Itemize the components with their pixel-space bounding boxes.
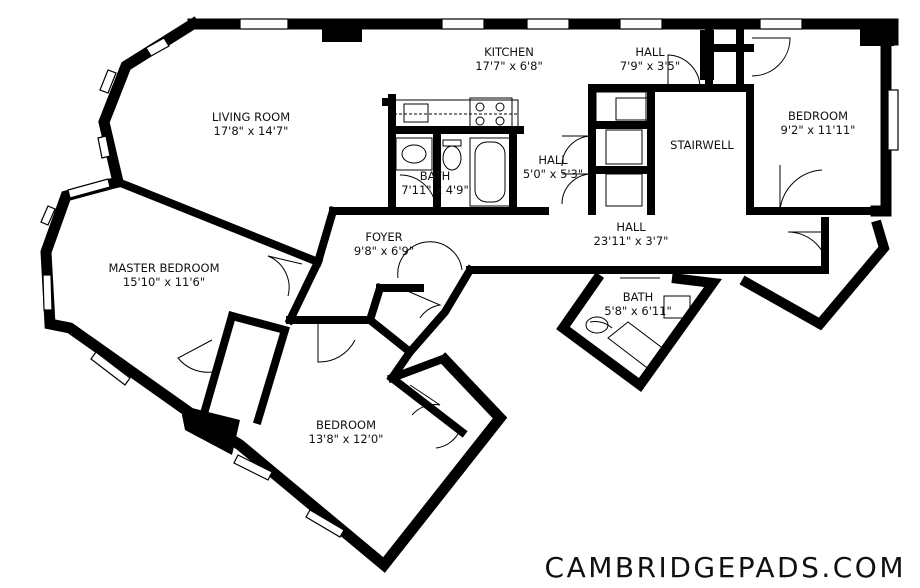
small-bath-walls <box>556 272 722 393</box>
living-room-dims: 17'8" x 14'7" <box>214 124 289 138</box>
small-bath-fixtures <box>585 295 691 371</box>
hall-long-name: HALL <box>616 220 646 234</box>
bath-center-dims: 7'11" x 4'9" <box>401 183 469 197</box>
brand-logo-text: CAMBRIDGEPADS.COM <box>544 551 906 584</box>
kitchen-name: KITCHEN <box>484 45 534 59</box>
bath-center-name: BATH <box>420 169 451 183</box>
stair-box <box>595 91 649 207</box>
hall-middle-dims: 5'0" x 5'3" <box>523 167 583 181</box>
foyer-name: FOYER <box>365 230 402 244</box>
bath-small-dims: 5'8" x 6'11" <box>604 304 672 318</box>
room-labels: KITCHEN 17'7" x 6'8" HALL 7'9" x 3'5" LI… <box>108 45 855 446</box>
bedroom-bottom-dims: 13'8" x 12'0" <box>309 432 384 446</box>
bedroom-right-name: BEDROOM <box>788 109 848 123</box>
bedroom-bottom-name: BEDROOM <box>316 418 376 432</box>
bedroom-right-dims: 9'2" x 11'11" <box>781 123 856 137</box>
wall-masses <box>180 24 894 455</box>
master-bedroom-dims: 15'10" x 11'6" <box>123 275 205 289</box>
hall-top-name: HALL <box>635 45 665 59</box>
foyer-dims: 9'8" x 6'9" <box>354 244 414 258</box>
interior-walls <box>112 26 890 438</box>
windows <box>40 18 899 538</box>
master-bedroom-name: MASTER BEDROOM <box>108 261 219 275</box>
kitchen-dims: 17'7" x 6'8" <box>475 59 543 73</box>
kitchen-counter <box>393 97 519 131</box>
hall-long-dims: 23'11" x 3'7" <box>594 234 669 248</box>
hall-top-dims: 7'9" x 3'5" <box>620 59 680 73</box>
stairwell-name: STAIRWELL <box>670 138 734 152</box>
doors <box>177 37 829 449</box>
hall-middle-name: HALL <box>538 153 568 167</box>
living-room-name: LIVING ROOM <box>212 110 290 124</box>
bath-fixtures <box>395 137 511 207</box>
right-corner-walls <box>739 219 890 331</box>
bath-small-name: BATH <box>623 290 654 304</box>
